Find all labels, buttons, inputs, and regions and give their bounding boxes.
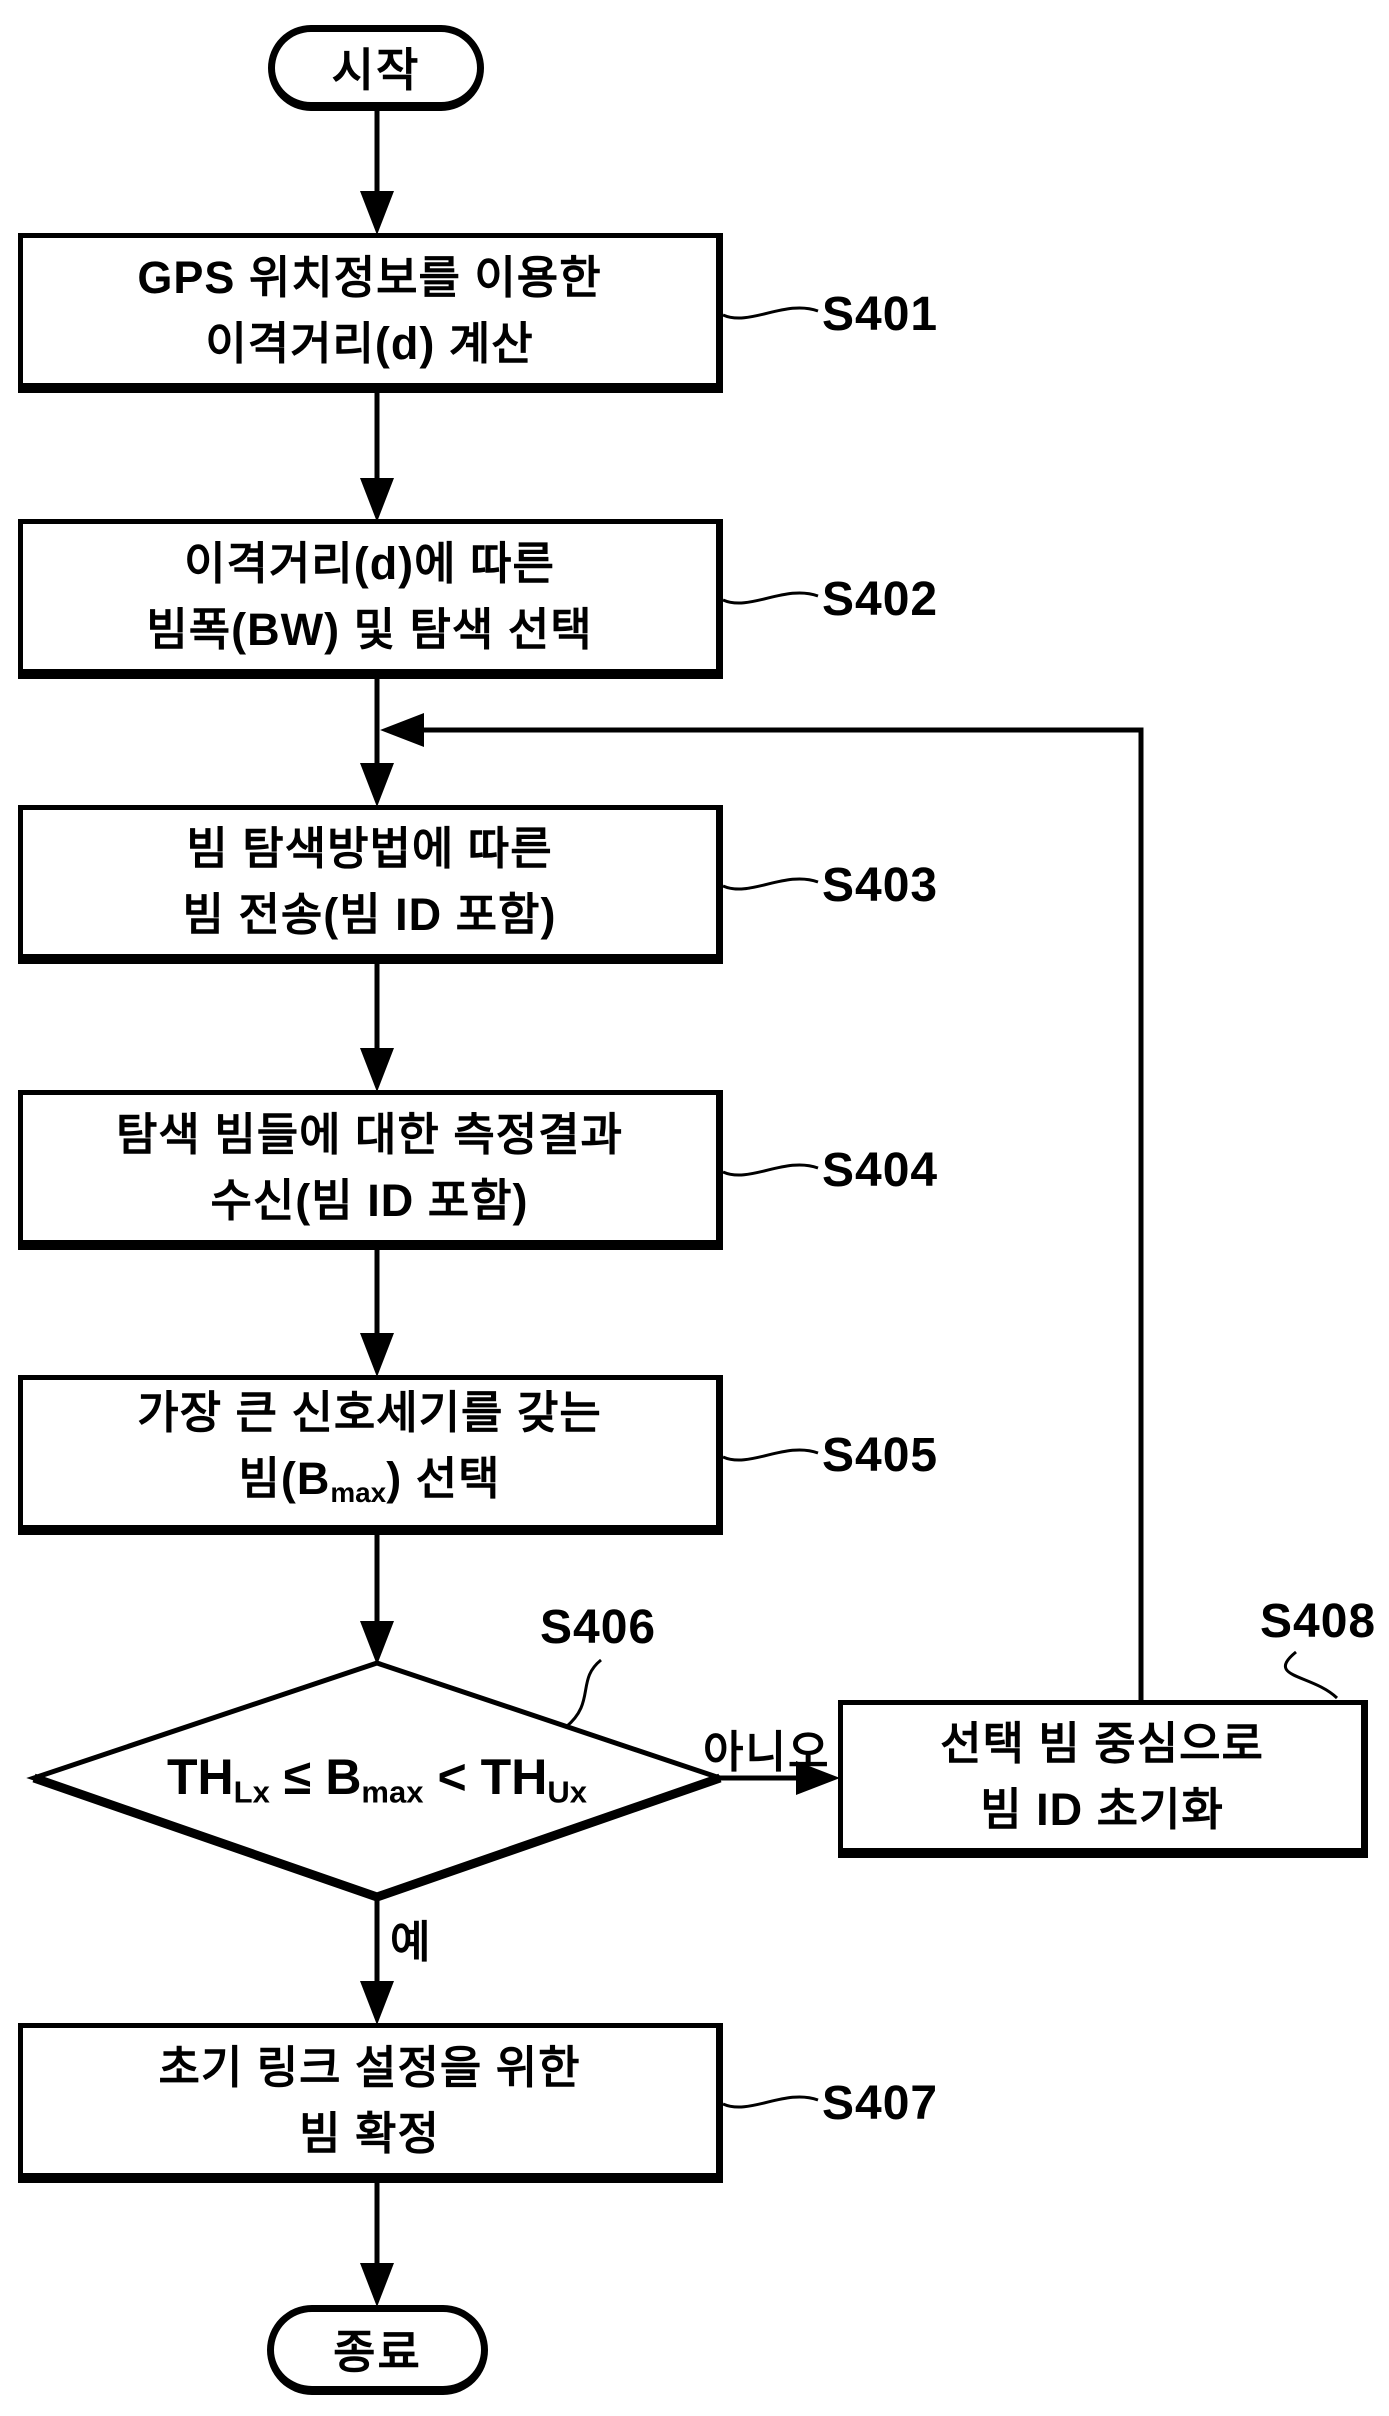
process-box-s401: GPS 위치정보를 이용한 이격거리(d) 계산 [18, 233, 723, 393]
step-tag-s404: S404 [822, 1144, 939, 1197]
start-terminal: 시작 [268, 25, 484, 111]
start-label: 시작 [331, 44, 421, 96]
step-tag-s401: S401 [822, 288, 939, 341]
s401-line1: GPS 위치정보를 이용한 [137, 251, 602, 303]
leader-squiggle-s402 [722, 591, 819, 605]
s408-line2: 빔 ID 초기화 [980, 1783, 1224, 1835]
step-tag-s405: S405 [822, 1429, 939, 1482]
s405-bmax-subscript: max [330, 1476, 387, 1508]
leader-squiggle-s407 [722, 2095, 819, 2109]
cond-operator-lte: ≤ [283, 1749, 312, 1805]
s407-line2: 빔 확정 [299, 2107, 440, 2159]
end-label: 종료 [333, 2326, 422, 2378]
end-terminal: 종료 [267, 2305, 488, 2395]
arrowhead-s403 [360, 763, 394, 807]
s403-line1: 빔 탐색방법에 따른 [186, 823, 553, 874]
leader-squiggle-s403 [722, 877, 819, 891]
leader-squiggle-s401 [722, 306, 819, 320]
cond-th-lower-subscript: Lx [233, 1774, 270, 1810]
s402-line1: 이격거리(d)에 따른 [184, 537, 555, 589]
arrowhead-feedback [380, 713, 424, 747]
arrowhead-end [360, 2263, 394, 2307]
s401-line2: 이격거리(d) 계산 [205, 317, 534, 369]
arrowhead-s408 [796, 1761, 840, 1795]
step-tag-s406: S406 [540, 1601, 657, 1654]
process-box-s404: 탐색 빔들에 대한 측정결과 수신(빔 ID 포함) [18, 1090, 723, 1250]
process-box-s403: 빔 탐색방법에 따른 빔 전송(빔 ID 포함) [18, 805, 723, 964]
process-box-s407: 초기 링크 설정을 위한 빔 확정 [18, 2023, 723, 2183]
cond-bmax-subscript: max [361, 1774, 424, 1810]
arrowhead-s402 [360, 478, 394, 522]
process-box-s408: 선택 빔 중심으로 빔 ID 초기화 [838, 1700, 1368, 1858]
cond-th-upper: TH [480, 1749, 548, 1805]
step-tag-s402: S402 [822, 573, 939, 626]
s404-line1: 탐색 빔들에 대한 측정결과 [116, 1108, 623, 1160]
s407-line1: 초기 링크 설정을 위한 [158, 2041, 581, 2093]
leader-squiggle-s404 [722, 1163, 819, 1177]
leader-squiggle-s408 [1283, 1650, 1339, 1700]
s405-line1: 가장 큰 신호세기를 갖는 [137, 1386, 602, 1438]
arrowhead-s407 [360, 1981, 394, 2025]
s402-line2: 빔폭(BW) 및 탐색 선택 [146, 603, 593, 655]
leader-squiggle-s405 [722, 1448, 819, 1462]
s405-line2-post: ) 선택 [386, 1452, 501, 1504]
s403-line2: 빔 전송(빔 ID 포함) [182, 889, 557, 940]
arrowhead-s401 [360, 191, 394, 235]
arrowhead-diamond [360, 1621, 394, 1665]
arrowhead-s405 [360, 1333, 394, 1377]
process-box-s402: 이격거리(d)에 따른 빔폭(BW) 및 탐색 선택 [18, 519, 723, 679]
decision-condition: THLx≤Bmax<THUx [34, 1748, 720, 1811]
s405-line2-pre: 빔(B [238, 1452, 331, 1504]
step-tag-s403: S403 [822, 859, 939, 912]
leader-squiggle-s406 [565, 1658, 602, 1729]
no-branch-label: 아니오 [703, 1728, 831, 1777]
decision-diamond-heavy-edge [32, 1773, 722, 1902]
s405-line2: 빔(Bmax) 선택 [238, 1446, 500, 1526]
yes-branch-label: 예 [390, 1918, 433, 1967]
cond-th-lower: TH [167, 1749, 234, 1805]
feedback-connector [420, 727, 1144, 1700]
step-tag-s408: S408 [1260, 1595, 1377, 1648]
cond-operator-lt: < [437, 1749, 467, 1805]
s404-line2: 수신(빔 ID 포함) [210, 1174, 529, 1226]
arrowhead-s404 [360, 1048, 394, 1092]
s408-line1: 선택 빔 중심으로 [940, 1717, 1264, 1769]
process-box-s405: 가장 큰 신호세기를 갖는 빔(Bmax) 선택 [18, 1375, 723, 1535]
cond-th-upper-subscript: Ux [547, 1774, 587, 1810]
step-tag-s407: S407 [822, 2077, 939, 2130]
cond-bmax: B [325, 1749, 362, 1805]
